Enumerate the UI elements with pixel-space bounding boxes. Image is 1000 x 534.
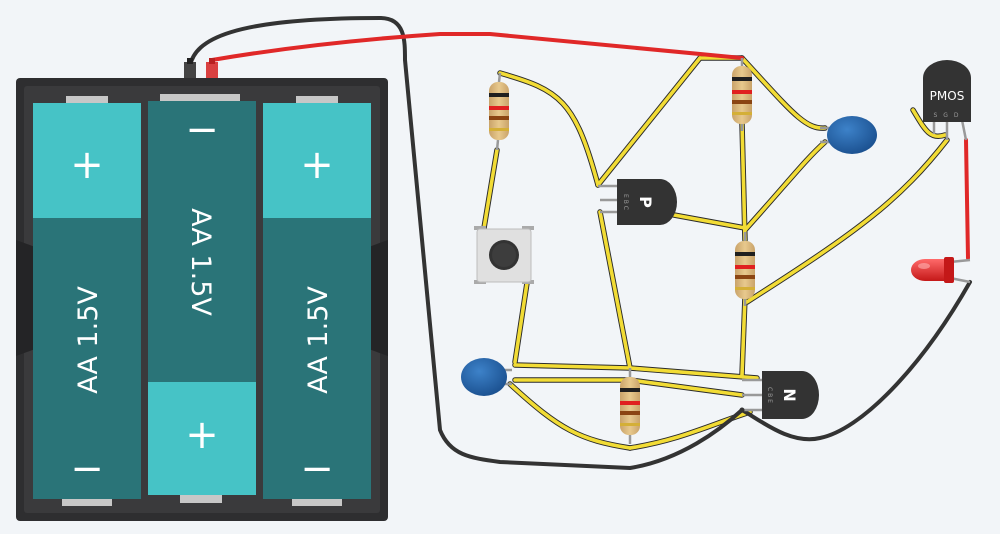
black-wires[interactable]	[188, 16, 972, 470]
resistor-1[interactable]	[489, 72, 509, 151]
cell-1-top-symbol: +	[70, 142, 104, 188]
cell-2-bottom-symbol: +	[185, 412, 219, 458]
battery-cell-1: + − AA 1.5V	[33, 96, 141, 506]
pnp-label: P	[636, 196, 655, 208]
cell-3-label: AA 1.5V	[303, 286, 334, 394]
cell-1-label: AA 1.5V	[73, 286, 104, 394]
resistor-3[interactable]	[735, 232, 755, 306]
pnp-pins: E B C	[622, 194, 629, 210]
battery-pack[interactable]: + − AA 1.5V − + AA 1.5V + − AA 1.5V	[16, 58, 388, 521]
yellow-wires[interactable]	[481, 55, 950, 451]
red-led[interactable]	[911, 257, 971, 284]
npn-pins: C B E	[766, 387, 773, 403]
battery-positive-terminal[interactable]	[206, 62, 218, 78]
npn-transistor[interactable]: N C B E	[742, 371, 819, 419]
battery-cell-2: − + AA 1.5V	[148, 94, 256, 503]
pmos-transistor[interactable]: PMOS S G D	[923, 60, 971, 141]
capacitor-1[interactable]	[820, 116, 877, 154]
cell-1-bottom-symbol: −	[70, 446, 104, 492]
capacitor-2[interactable]	[461, 358, 512, 396]
cell-2-label: AA 1.5V	[185, 208, 216, 316]
pnp-transistor[interactable]: P E B C	[598, 179, 677, 225]
red-wires[interactable]	[210, 32, 970, 260]
resistor-2[interactable]	[732, 58, 752, 131]
battery-cell-3: + − AA 1.5V	[263, 96, 371, 506]
cell-3-bottom-symbol: −	[300, 446, 334, 492]
cell-2-top-symbol: −	[185, 107, 219, 153]
resistor-4[interactable]	[620, 368, 640, 444]
cell-3-top-symbol: +	[300, 142, 334, 188]
battery-negative-terminal[interactable]	[184, 62, 196, 78]
npn-label: N	[780, 388, 799, 401]
pmos-pins: S G D	[934, 112, 961, 119]
push-button[interactable]	[474, 226, 534, 284]
pmos-label: PMOS	[930, 89, 965, 103]
